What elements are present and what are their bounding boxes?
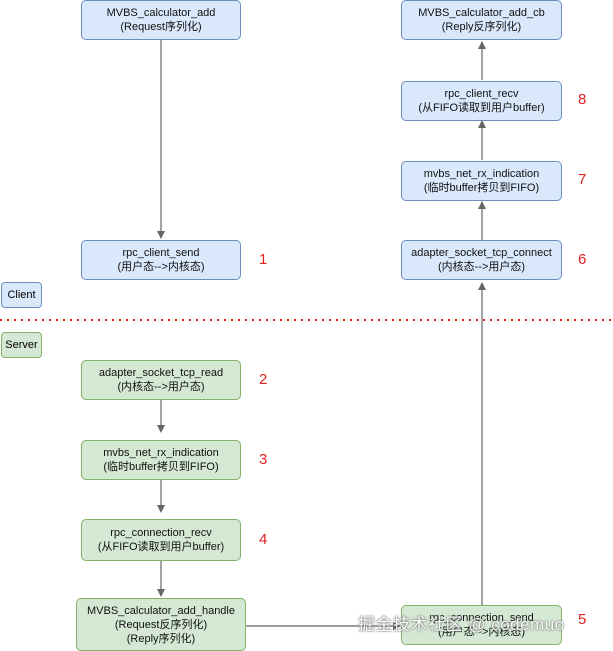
node-server-net-rx-indication: mvbs_net_rx_indication (临时buffer拷贝到FIFO) (81, 440, 241, 480)
node-subtitle: (用户态-->内核态) (117, 261, 205, 273)
node-title: rpc_connection_send (429, 612, 534, 624)
node-subtitle: (Request反序列化) (114, 618, 208, 631)
node-adapter-socket-tcp-connect: adapter_socket_tcp_connect (内核态-->用户态) (401, 240, 562, 280)
node-subtitle: (Request序列化) (120, 21, 202, 33)
watermark: 掘金技术社区 @ codemuo (358, 615, 565, 634)
node-title: MVBS_calculator_add_handle (87, 604, 235, 617)
node-rpc-client-send: rpc_client_send (用户态-->内核态) (81, 240, 241, 280)
node-rpc-client-recv: rpc_client_recv (从FIFO读取到用户buffer) (401, 81, 562, 121)
node-subtitle-2: (Reply序列化) (126, 632, 196, 645)
node-title: mvbs_net_rx_indication (423, 168, 540, 180)
step-number-4: 4 (259, 531, 268, 548)
node-calculator-add: MVBS_calculator_add (Request序列化) (81, 0, 241, 40)
step-number-7: 7 (578, 171, 587, 188)
node-subtitle: (内核态-->用户态) (437, 261, 526, 273)
node-title: rpc_client_recv (444, 88, 519, 100)
step-number-3: 3 (259, 451, 268, 468)
node-subtitle: (从FIFO读取到用户buffer) (418, 102, 545, 114)
step-number-8: 8 (578, 91, 587, 108)
node-title: rpc_client_send (122, 247, 200, 259)
node-subtitle: (内核态-->用户态) (117, 381, 205, 393)
node-title: mvbs_net_rx_indication (103, 447, 219, 459)
node-title: adapter_socket_tcp_read (98, 367, 224, 379)
node-rpc-connection-send: rpc_connection_send (用户态-->内核态) (401, 605, 562, 645)
node-calculator-add-cb: MVBS_calculator_add_cb (Reply反序列化) (401, 0, 562, 40)
node-subtitle: (临时buffer拷贝到FIFO) (103, 461, 219, 473)
node-calculator-add-handle: MVBS_calculator_add_handle (Request反序列化)… (76, 598, 246, 651)
step-number-2: 2 (259, 371, 268, 388)
node-title: adapter_socket_tcp_connect (411, 247, 552, 259)
node-subtitle: (用户态-->内核态) (437, 626, 526, 638)
client-label: Client (1, 282, 42, 308)
node-rpc-connection-recv: rpc_connection_recv (从FIFO读取到用户buffer) (81, 519, 241, 561)
node-title: MVBS_calculator_add_cb (418, 7, 545, 19)
client-label-text: Client (7, 289, 36, 301)
step-number-1: 1 (259, 251, 268, 268)
node-client-net-rx-indication: mvbs_net_rx_indication (临时buffer拷贝到FIFO) (401, 161, 562, 201)
server-label: Server (1, 332, 42, 358)
node-subtitle: (从FIFO读取到用户buffer) (97, 541, 225, 553)
node-title: rpc_connection_recv (110, 527, 212, 539)
node-title: MVBS_calculator_add (106, 7, 216, 19)
node-subtitle: (临时buffer拷贝到FIFO) (423, 182, 540, 194)
node-subtitle: (Reply反序列化) (441, 21, 522, 33)
node-adapter-socket-tcp-read: adapter_socket_tcp_read (内核态-->用户态) (81, 360, 241, 400)
step-number-5: 5 (578, 611, 587, 628)
step-number-6: 6 (578, 251, 587, 268)
server-label-text: Server (5, 339, 38, 351)
